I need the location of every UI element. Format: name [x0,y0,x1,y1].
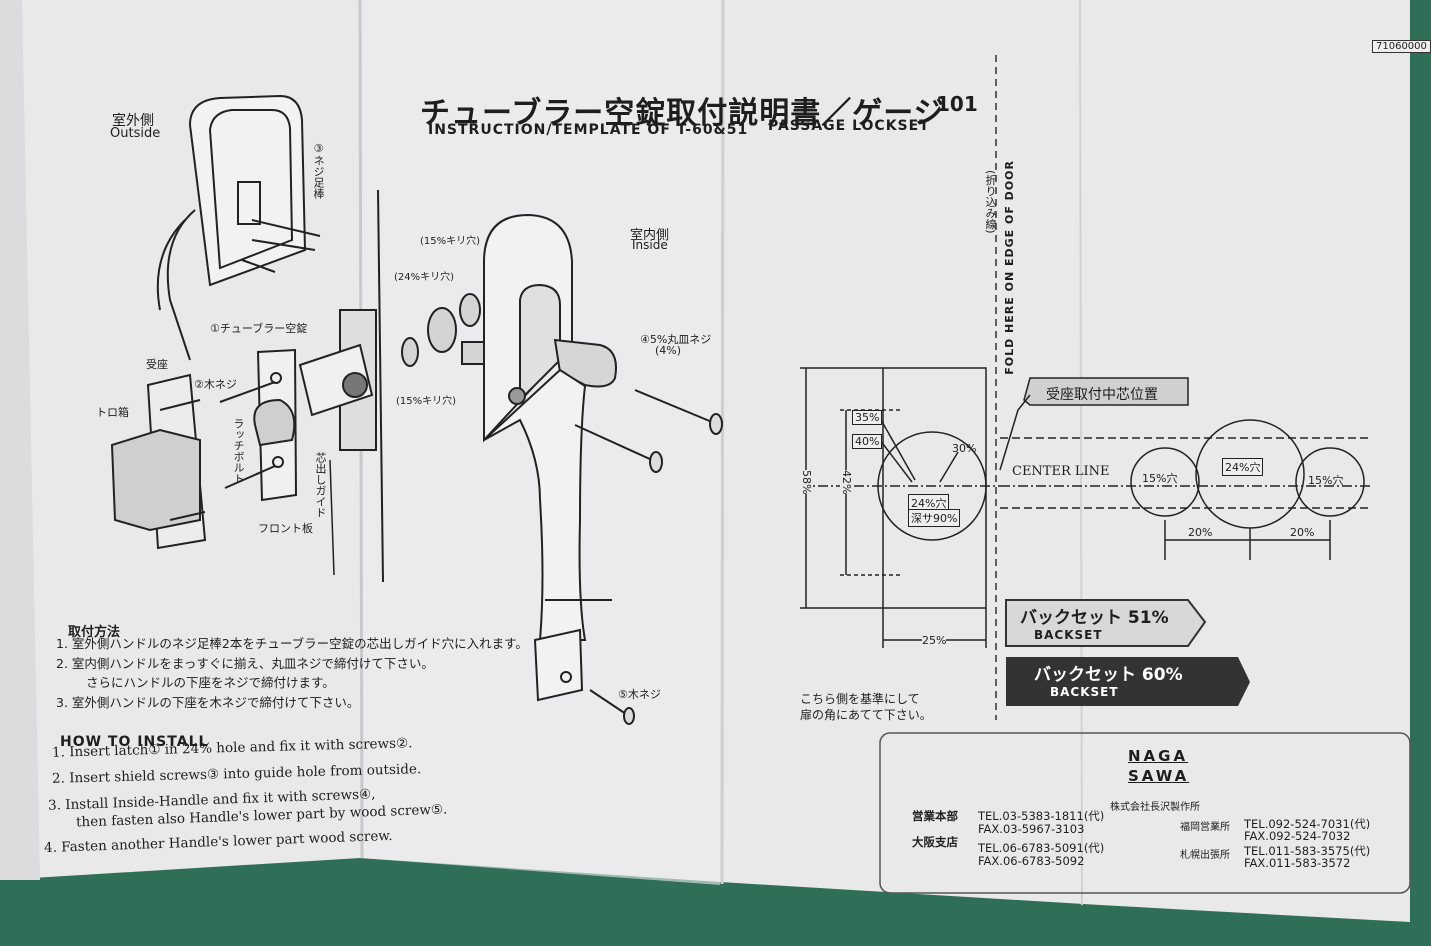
inside-handle-illustration [483,213,617,702]
step-jp-2: 2. 室内側ハンドルをまっすぐに揃え、丸皿ネジで締付けて下さい。 [56,656,434,671]
hq-label: 営業本部 [912,809,958,823]
steps-jp-heading: 取付方法 [68,625,121,640]
fukuoka-label: 福岡営業所 [1180,822,1230,833]
label-screw4-count: (4%) [655,344,682,357]
dim-58: 58% [800,470,813,495]
receiver-template [1000,419,1370,560]
step-jp-2-cont: さらにハンドルの下座をネジで締付けます。 [86,675,335,690]
label-screw4: ④5%丸皿ネジ [640,333,712,346]
dim-20a: 20% [1188,526,1213,539]
company-name: 株式会社長沢製作所 [1110,802,1200,813]
door-edge-line-2 [329,459,335,576]
sapporo-label: 札幌出張所 [1180,850,1230,861]
title-en-lockset: PASSAGE LOCKSET [768,118,930,134]
hq-tel: TEL.03-5383-1811(代) [978,809,1105,823]
backset60-jp: バックセット 60% [1034,665,1183,685]
step-jp-1: 1. 室外側ハンドルのネジ足棒2本をチューブラー空錠の芯出しガイド穴に入れます。 [56,636,528,651]
backset60-en: BACKSET [1050,685,1119,699]
dim-25: 25% [922,634,947,647]
label-outside-en: Outside [110,126,161,141]
fold-crease-3 [1079,0,1083,906]
company-box [879,732,1411,894]
backset51-box [1005,599,1207,647]
label-tubular: ①チューブラー空錠 [210,322,308,335]
label-inside-en: Inside [632,238,668,252]
sapporo-fax: FAX.011-583-3572 [1244,856,1351,870]
dim-40: 40% [852,434,883,449]
label-stud: ③ネジ足棒 [312,142,325,199]
dim-42: 42% [840,470,853,495]
label-wood-screw: ②木ネジ [194,378,237,391]
title-jp: チューブラー空錠取付説明書／ゲージ [420,96,945,131]
backset51-en: BACKSET [1034,628,1103,642]
center-position-label: 受座取付中芯位置 [1046,387,1158,403]
label-latch-bolt: ラッチボルト [232,418,245,484]
strike-box-illustration [110,373,207,550]
label-guide: 芯出しガイド [314,452,327,518]
label-hole15-bottom: (15%キリ穴) [396,396,457,407]
osaka-tel: TEL.06-6783-5091(代) [978,841,1105,855]
drill-holes-illustration [401,293,485,367]
how-to-install-heading: HOW TO INSTALL [60,734,209,750]
label-screw5: ⑤木ネジ [618,688,661,701]
center-pos-callout [999,377,1189,471]
fukuoka-fax: FAX.092-524-7032 [1244,829,1351,843]
document-code: 71060000 [1372,40,1431,53]
receiver-hole-15a: 15%穴 [1142,472,1178,485]
paper-edge-shadow [0,0,40,880]
title-en: INSTRUCTION/TEMPLATE OF T-60&51 [428,122,749,138]
label-hole24: (24%キリ穴) [394,272,455,283]
backset51-jp: バックセット 51% [1020,608,1169,628]
sapporo-tel: TEL.011-583-3575(代) [1244,844,1371,858]
step-jp-3: 3. 室外側ハンドルの下座を木ネジで締付けて下さい。 [56,695,360,710]
fukuoka-tel: TEL.092-524-7031(代) [1244,817,1371,831]
receiver-hole-24: 24%穴 [1222,458,1264,476]
dim-35: 35% [852,410,883,425]
hq-fax: FAX.03-5967-3103 [978,822,1085,836]
osaka-fax: FAX.06-6783-5092 [978,854,1085,868]
dim-20b: 20% [1290,526,1315,539]
fold-crease-2 [720,0,725,885]
main-hole-depth: 深サ90% [908,509,961,527]
label-outside-jp: 室外側 [112,113,154,129]
door-edge-line [377,189,384,583]
note-line-1: こちら側を基準にして [800,692,920,706]
company-logo-line1: NAGA [1128,747,1189,765]
dim-30: 30% [952,442,977,455]
note-line-2: 扉の角にあてて下さい。 [800,708,932,722]
backset60-box [1006,657,1250,706]
fold-here-label: FOLD HERE ON EDGE OF DOOR [1003,160,1016,375]
backset60-box-text: バックセット 60% BACKSET [1034,660,1183,699]
company-logo-line2: SAWA [1128,767,1190,785]
fold-jp-label: (折り込み線) [984,170,997,234]
latch-assembly-illustration [219,309,377,502]
label-receiver: 受座 [146,358,168,371]
label-inside-jp: 室内側 [630,228,670,243]
label-front-plate: フロント板 [258,522,313,535]
backset51-box-text: バックセット 51% BACKSET [1020,603,1169,642]
label-strike-box: トロ箱 [96,406,129,419]
label-hole15-top: (15%キリ穴) [420,236,481,247]
title-number: 101 [936,92,978,116]
center-line-label: CENTER LINE [1012,464,1110,479]
osaka-label: 大阪支店 [912,835,958,849]
screws-illustration [574,389,723,725]
outside-handle-illustration [156,94,321,361]
receiver-hole-15b: 15%穴 [1308,474,1344,487]
